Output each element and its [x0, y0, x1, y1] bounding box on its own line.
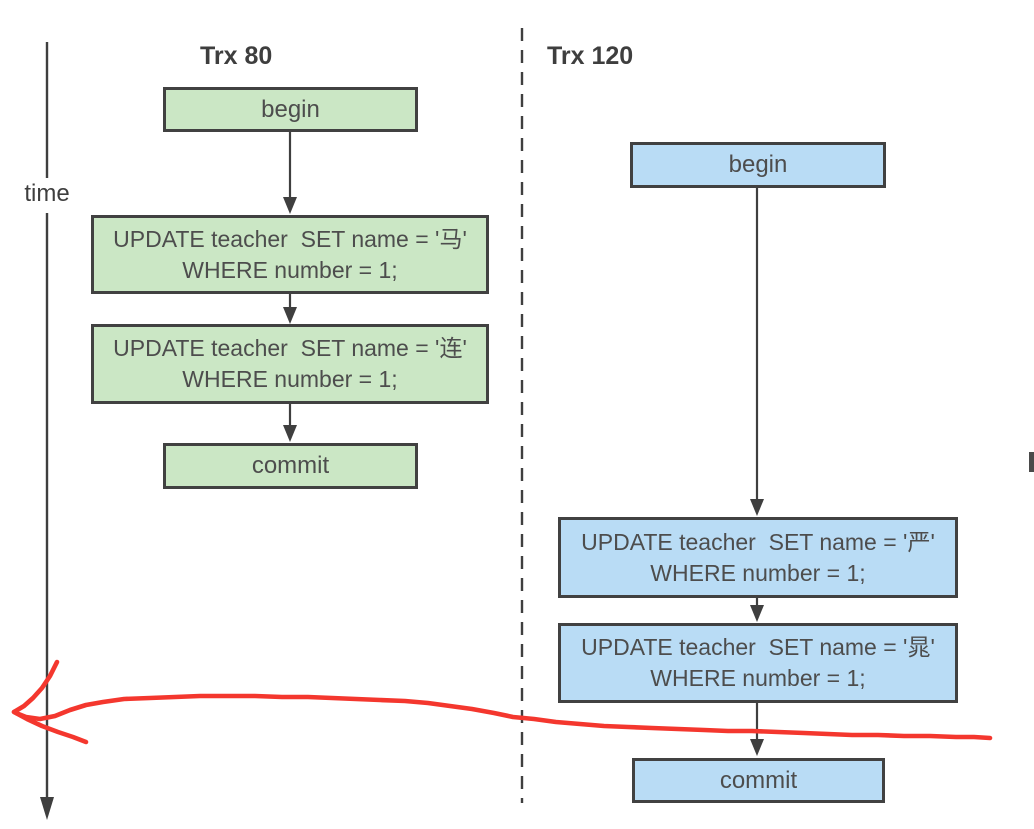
red-annotation-arrow	[11, 659, 993, 745]
red-arrow-lower-barb	[11, 709, 89, 745]
sql-statement-line: WHERE number = 1;	[182, 256, 398, 283]
trx80-flow-arrows	[283, 131, 297, 442]
trx80-commit-label: commit	[251, 452, 330, 479]
sql-statement-line: WHERE number = 1;	[182, 366, 398, 392]
time-axis-arrowhead	[40, 797, 54, 820]
red-arrow-upper-barb	[11, 659, 60, 715]
trx80-update2-box: UPDATE teacher SET name = '连' WHERE numb…	[91, 324, 489, 404]
trx120-begin-box: begin	[630, 142, 886, 188]
trx80-commit-box: commit	[163, 443, 418, 489]
trx120-begin-label: begin	[728, 151, 788, 178]
trx80-begin-label: begin	[261, 95, 320, 123]
sql-statement-line: WHERE number = 1;	[650, 559, 866, 586]
trx120-commit-label: commit	[719, 766, 798, 794]
trx120-flow-arrows	[750, 187, 764, 756]
sql-statement-line: UPDATE teacher SET name = '严'	[581, 528, 935, 555]
sql-statement-line: UPDATE teacher SET name = '晁'	[581, 634, 935, 660]
trx120-update2-box: UPDATE teacher SET name = '晁' WHERE numb…	[558, 623, 958, 703]
sql-statement-line: WHERE number = 1;	[650, 665, 866, 691]
clipped-text-fragment	[1029, 452, 1034, 472]
time-axis-label: time	[24, 180, 70, 207]
trx120-commit-box: commit	[632, 758, 885, 803]
sql-statement-line: UPDATE teacher SET name = '马'	[113, 225, 467, 252]
trx80-update1-box: UPDATE teacher SET name = '马' WHERE numb…	[91, 215, 489, 294]
sql-statement-line: UPDATE teacher SET name = '连'	[113, 335, 467, 361]
red-arrow-main-line	[13, 693, 993, 741]
trx80-title: Trx 80	[200, 42, 273, 70]
trx80-begin-box: begin	[163, 87, 418, 132]
trx120-update1-box: UPDATE teacher SET name = '严' WHERE numb…	[558, 517, 958, 598]
trx120-title: Trx 120	[547, 42, 634, 70]
